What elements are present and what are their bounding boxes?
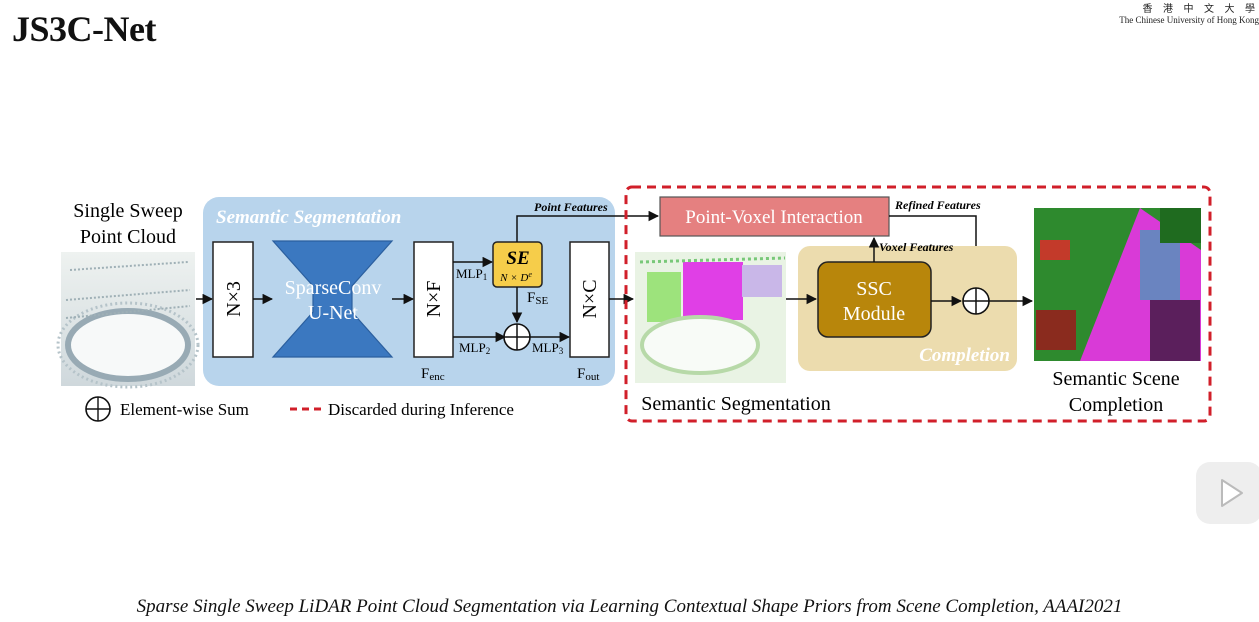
semantic-segmentation-output-label: Semantic Segmentation bbox=[641, 393, 830, 415]
input-label-line2: Point Cloud bbox=[80, 226, 176, 248]
block-n3 bbox=[212, 241, 254, 358]
point-voxel-interaction-label: Point-Voxel Interaction bbox=[685, 207, 863, 228]
input-point-cloud-image bbox=[56, 252, 200, 389]
se-title: SE bbox=[506, 248, 529, 269]
discarded-region bbox=[624, 185, 1212, 423]
circle-plus-icon bbox=[503, 323, 531, 351]
semantic-scene-completion-image bbox=[1034, 208, 1201, 361]
mlp1-label: MLP1 bbox=[456, 266, 487, 282]
completion-region-label: Completion bbox=[919, 345, 1010, 366]
circle-plus-icon bbox=[962, 287, 990, 315]
point-voxel-interaction bbox=[659, 196, 890, 237]
logo-english-text: The Chinese University of Hong Kong bbox=[1119, 15, 1259, 25]
legend-sum-label: Element-wise Sum bbox=[120, 400, 249, 419]
se-dims: N × De bbox=[499, 270, 532, 284]
legend-discard-label: Discarded during Inference bbox=[328, 400, 514, 419]
block-nf-label: N×F bbox=[423, 281, 445, 318]
f-out-label: Fout bbox=[577, 366, 599, 383]
play-button[interactable] bbox=[1196, 462, 1259, 524]
input-label-line1: Single Sweep bbox=[73, 200, 182, 222]
block-nc bbox=[569, 241, 610, 358]
sparseconv-unet bbox=[271, 240, 394, 358]
block-nf bbox=[413, 241, 454, 358]
ssc-output-label-line1: Semantic Scene bbox=[1052, 368, 1179, 390]
mlp2-label: MLP2 bbox=[459, 340, 490, 356]
unet-label-line2: U-Net bbox=[308, 302, 358, 324]
voxel-features-label: Voxel Features bbox=[879, 240, 954, 254]
paper-caption: Sparse Single Sweep LiDAR Point Cloud Se… bbox=[136, 596, 1123, 617]
f-enc-label: Fenc bbox=[421, 366, 445, 383]
ssc-output-label-line2: Completion bbox=[1069, 394, 1163, 416]
block-nc-label: N×C bbox=[579, 279, 601, 318]
semantic-segmentation-region-label: Semantic Segmentation bbox=[216, 207, 401, 228]
mlp3-label: MLP3 bbox=[532, 340, 564, 356]
slide-title: JS3C-Net bbox=[12, 9, 156, 49]
ssc-module-line2: Module bbox=[843, 303, 905, 325]
point-features-label: Point Features bbox=[534, 200, 608, 214]
block-n3-label: N×3 bbox=[223, 281, 245, 317]
f-se-label: FSE bbox=[527, 290, 548, 307]
circle-plus-icon bbox=[85, 396, 111, 422]
refined-features-label: Refined Features bbox=[894, 198, 981, 212]
university-logo: 香 港 中 文 大 學 The Chinese University of Ho… bbox=[1119, 0, 1259, 25]
play-icon bbox=[1221, 479, 1243, 507]
legend: Element-wise Sum Discarded during Infere… bbox=[85, 396, 514, 422]
logo-chinese-text: 香 港 中 文 大 學 bbox=[1142, 4, 1259, 15]
unet-label-line1: SparseConv bbox=[285, 277, 382, 299]
semantic-segmentation-image bbox=[635, 252, 786, 383]
ssc-module-line1: SSC bbox=[856, 278, 892, 300]
